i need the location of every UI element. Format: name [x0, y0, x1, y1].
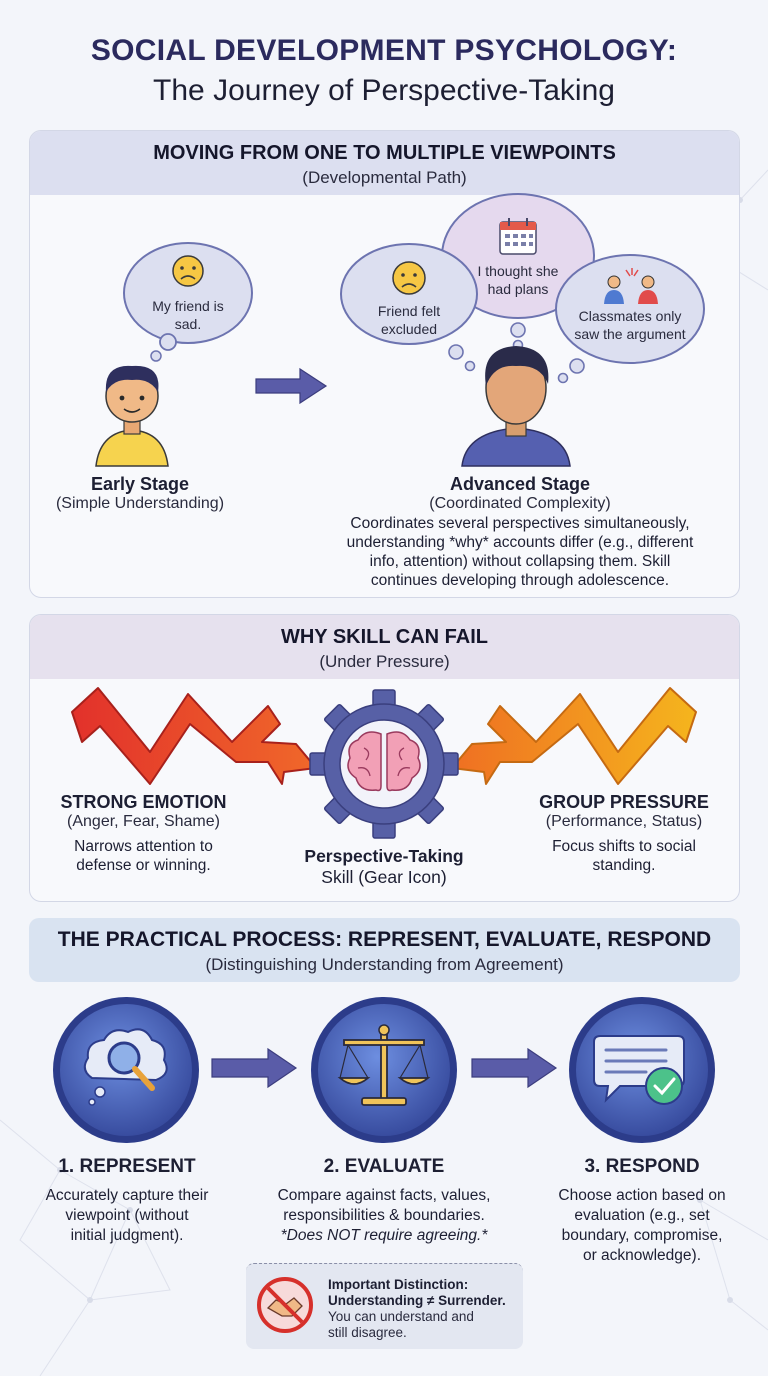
section2-subtitle: (Under Pressure): [319, 652, 450, 671]
section3-subtitle: (Distinguishing Understanding from Agree…: [205, 955, 564, 974]
section2-title: WHY SKILL CAN FAIL: [280, 626, 489, 648]
section2-header: WHY SKILL CAN FAIL (Under Pressure): [30, 615, 739, 679]
strong-emotion-block: STRONG EMOTION (Anger, Fear, Shame) Narr…: [36, 792, 251, 875]
advanced-stage-description: Coordinates several perspectives simulta…: [346, 515, 694, 589]
process-arrow-icon: [471, 1047, 558, 1089]
teen-avatar-icon: [461, 346, 571, 467]
step-evaluate-desc: Compare against facts, values, responsib…: [250, 1186, 518, 1246]
step-represent: 1. REPRESENT Accurately capture their vi…: [20, 1156, 234, 1246]
group-pressure-title: GROUP PRESSURE: [539, 792, 709, 812]
progress-arrow-icon: [255, 367, 328, 405]
bubble-left-text: Friend felt excluded: [377, 303, 441, 337]
bubble-right-text: Classmates only saw the argument: [574, 308, 686, 342]
step-respond-title: 3. RESPOND: [584, 1156, 700, 1177]
step-evaluate-title: 2. EVALUATE: [323, 1156, 445, 1177]
advanced-stage-label: Advanced Stage (Coordinated Complexity) …: [300, 474, 740, 590]
step-respond: 3. RESPOND Choose action based on evalua…: [530, 1156, 754, 1266]
page-title: SOCIAL DEVELOPMENT PSYCHOLOGY:: [90, 34, 678, 67]
thought-bubble-right: [555, 254, 705, 364]
advanced-stage-title: Advanced Stage: [449, 474, 591, 494]
advanced-stage-subtitle: (Coordinated Complexity): [429, 495, 611, 512]
perspective-skill-label: Perspective-Taking Skill (Gear Icon): [304, 846, 464, 887]
step-evaluate-note: *Does NOT require agreeing.*: [280, 1227, 488, 1244]
lightning-arrow-right-icon: [451, 687, 697, 785]
section1-illustration: [95, 193, 705, 467]
bubble-early-text: My friend is sad.: [152, 298, 224, 332]
step-evaluate-icon: [311, 997, 457, 1143]
gear-icon: [309, 689, 459, 839]
section1-subtitle: (Developmental Path): [302, 168, 467, 187]
important-distinction-box: Important Distinction: Understanding ≠ S…: [246, 1263, 523, 1349]
child-avatar-icon: [95, 365, 169, 467]
sad-face-icon: [172, 255, 204, 287]
step-represent-icon: [53, 997, 199, 1143]
lightning-arrow-left-icon: [71, 687, 317, 785]
strong-emotion-title: STRONG EMOTION: [60, 792, 227, 812]
distinction-text: Important Distinction: Understanding ≠ S…: [328, 1277, 506, 1340]
section1-title: MOVING FROM ONE TO MULTIPLE VIEWPOINTS: [153, 142, 616, 164]
early-stage-subtitle: (Simple Understanding): [55, 495, 225, 512]
group-pressure-subtitle: (Performance, Status): [545, 813, 703, 830]
brain-icon: [347, 731, 421, 792]
calendar-icon: [499, 218, 537, 255]
step-represent-desc: Accurately capture their viewpoint (with…: [45, 1187, 209, 1244]
group-pressure-block: GROUP PRESSURE (Performance, Status) Foc…: [510, 792, 738, 875]
sad-face-icon: [392, 261, 426, 295]
section3-title: THE PRACTICAL PROCESS: REPRESENT, EVALUA…: [57, 928, 712, 951]
early-stage-label: Early Stage (Simple Understanding): [30, 474, 250, 513]
strong-emotion-subtitle: (Anger, Fear, Shame): [67, 813, 220, 830]
strong-emotion-desc: Narrows attention to defense or winning.: [74, 838, 213, 874]
section1-header: MOVING FROM ONE TO MULTIPLE VIEWPOINTS (…: [30, 131, 739, 195]
step-represent-title: 1. REPRESENT: [58, 1156, 196, 1177]
page-subtitle: The Journey of Perspective-Taking: [153, 74, 615, 107]
no-handshake-icon: [257, 1277, 313, 1333]
process-arrow-icon: [211, 1047, 298, 1089]
bubble-top-text: I thought she had plans: [477, 263, 559, 297]
section2-illustration: [71, 687, 697, 839]
section3-illustration: [53, 997, 715, 1143]
arguing-people-icon: [604, 268, 658, 304]
section-developmental-path: MOVING FROM ONE TO MULTIPLE VIEWPOINTS (…: [29, 130, 740, 598]
thought-bubble-early: [123, 242, 253, 362]
section3-header: THE PRACTICAL PROCESS: REPRESENT, EVALUA…: [29, 918, 740, 982]
step-respond-icon: [569, 997, 715, 1143]
group-pressure-desc: Focus shifts to social standing.: [552, 838, 696, 874]
step-evaluate: 2. EVALUATE Compare against facts, value…: [250, 1156, 518, 1246]
early-stage-title: Early Stage: [90, 474, 190, 494]
step-respond-desc: Choose action based on evaluation (e.g.,…: [558, 1187, 726, 1264]
